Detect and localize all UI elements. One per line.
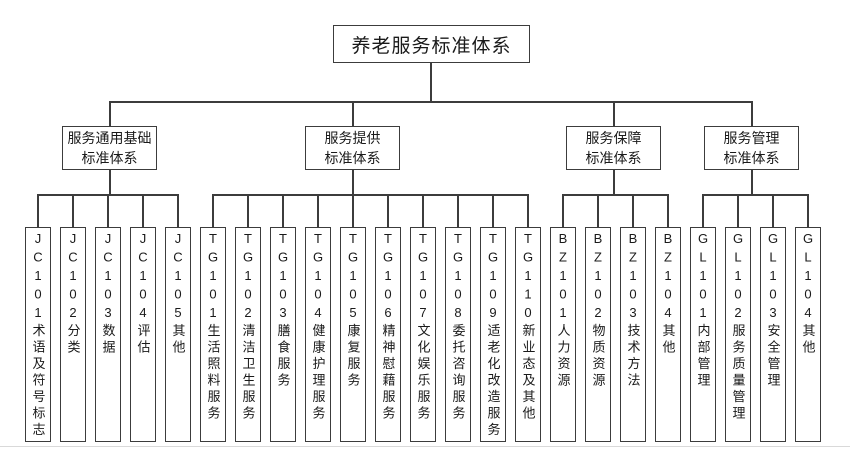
leaf-node-jc103: JC103数据 (95, 227, 121, 442)
leaf-label: JC102分类 (65, 231, 81, 357)
leaf-label: TG106精神慰藉服务 (380, 231, 396, 423)
canvas-bottom-edge (0, 446, 850, 447)
leaf-label: GL101内部管理 (695, 231, 711, 390)
leaf-node-gl103: GL103安全管理 (760, 227, 786, 442)
branch-node-tg: 服务提供 标准体系 (305, 126, 400, 170)
branch-title-line: 标准体系 (81, 150, 138, 166)
leaf-node-bz104: BZ104其他 (655, 227, 681, 442)
level1-bus-line (109, 101, 753, 103)
leaf-node-tg108: TG108委托咨询服务 (445, 227, 471, 442)
branch-drop-line (109, 101, 111, 127)
leaf-drop-line (107, 194, 109, 228)
leaf-node-jc102: JC102分类 (60, 227, 86, 442)
leaf-drop-line (317, 194, 319, 228)
leaf-label: BZ102物质资源 (590, 231, 606, 390)
leaf-drop-line (772, 194, 774, 228)
leaf-drop-line (702, 194, 704, 228)
leaf-node-tg102: TG102清洁卫生服务 (235, 227, 261, 442)
branch-title-line: 服务管理 (723, 130, 780, 146)
leaf-drop-line (737, 194, 739, 228)
leaf-drop-line (667, 194, 669, 228)
leaf-drop-line (422, 194, 424, 228)
leaf-node-tg106: TG106精神慰藉服务 (375, 227, 401, 442)
leaf-drop-line (247, 194, 249, 228)
leaf-node-gl101: GL101内部管理 (690, 227, 716, 442)
leaf-node-gl104: GL104其他 (795, 227, 821, 442)
leaf-drop-line (387, 194, 389, 228)
leaf-node-jc105: JC105其他 (165, 227, 191, 442)
leaf-label: TG105康复服务 (345, 231, 361, 390)
leaf-label: TG104健康护理服务 (310, 231, 326, 423)
leaf-drop-line (492, 194, 494, 228)
leaf-node-bz103: BZ103技术方法 (620, 227, 646, 442)
leaf-label: TG108委托咨询服务 (450, 231, 466, 423)
leaf-label: JC105其他 (170, 231, 186, 357)
leaf-drop-line (527, 194, 529, 228)
leaf-label: TG107文化娱乐服务 (415, 231, 431, 423)
group-drop-line (751, 169, 753, 195)
leaf-drop-line (212, 194, 214, 228)
leaf-node-tg101: TG101生活照料服务 (200, 227, 226, 442)
leaf-drop-line (457, 194, 459, 228)
leaf-label: JC104评估 (135, 231, 151, 357)
leaf-node-tg105: TG105康复服务 (340, 227, 366, 442)
branch-drop-line (751, 101, 753, 127)
group-drop-line (352, 169, 354, 195)
root-label: 养老服务标准体系 (351, 35, 512, 57)
leaf-label: JC103数据 (100, 231, 116, 357)
leaf-drop-line (72, 194, 74, 228)
leaf-node-tg104: TG104健康护理服务 (305, 227, 331, 442)
branch-drop-line (352, 101, 354, 127)
leaf-drop-line (562, 194, 564, 228)
branch-drop-line (613, 101, 615, 127)
branch-node-bz: 服务保障 标准体系 (566, 126, 661, 170)
leaf-drop-line (177, 194, 179, 228)
leaf-drop-line (352, 194, 354, 228)
leaf-label: TG103膳食服务 (275, 231, 291, 390)
leaf-label: BZ103技术方法 (625, 231, 641, 390)
leaf-node-tg109: TG109适老化改造服务 (480, 227, 506, 442)
leaf-node-jc104: JC104评估 (130, 227, 156, 442)
branch-node-jc: 服务通用基础 标准体系 (62, 126, 157, 170)
leaf-label: GL103安全管理 (765, 231, 781, 390)
leaf-label: TG102清洁卫生服务 (240, 231, 256, 423)
leaf-label: GL102服务质量管理 (730, 231, 746, 423)
group-bus-line (562, 194, 669, 196)
branch-title-line: 服务保障 (585, 130, 642, 146)
branch-node-gl: 服务管理 标准体系 (704, 126, 799, 170)
leaf-node-jc101: JC101术语及符号标志 (25, 227, 51, 442)
leaf-node-bz102: BZ102物质资源 (585, 227, 611, 442)
root-node: 养老服务标准体系 (333, 25, 530, 63)
leaf-label: BZ101人力资源 (555, 231, 571, 390)
leaf-drop-line (142, 194, 144, 228)
leaf-label: TG101生活照料服务 (205, 231, 221, 423)
leaf-label: TG109适老化改造服务 (485, 231, 501, 439)
group-drop-line (109, 169, 111, 195)
leaf-drop-line (37, 194, 39, 228)
leaf-drop-line (597, 194, 599, 228)
leaf-drop-line (807, 194, 809, 228)
group-bus-line (702, 194, 809, 196)
leaf-node-bz101: BZ101人力资源 (550, 227, 576, 442)
leaf-label: BZ104其他 (660, 231, 676, 357)
leaf-label: TG110新业态及其他 (520, 231, 536, 423)
leaf-label: GL104其他 (800, 231, 816, 357)
leaf-node-tg103: TG103膳食服务 (270, 227, 296, 442)
branch-title-line: 服务通用基础 (67, 130, 152, 146)
branch-title-line: 标准体系 (585, 150, 642, 166)
branch-title-line: 标准体系 (324, 150, 381, 166)
leaf-node-gl102: GL102服务质量管理 (725, 227, 751, 442)
leaf-node-tg110: TG110新业态及其他 (515, 227, 541, 442)
group-bus-line (212, 194, 529, 196)
leaf-drop-line (632, 194, 634, 228)
trunk-line (430, 62, 432, 102)
branch-title-line: 服务提供 (324, 130, 381, 146)
leaf-label: JC101术语及符号标志 (30, 231, 46, 439)
leaf-drop-line (282, 194, 284, 228)
leaf-node-tg107: TG107文化娱乐服务 (410, 227, 436, 442)
branch-title-line: 标准体系 (723, 150, 780, 166)
group-drop-line (613, 169, 615, 195)
